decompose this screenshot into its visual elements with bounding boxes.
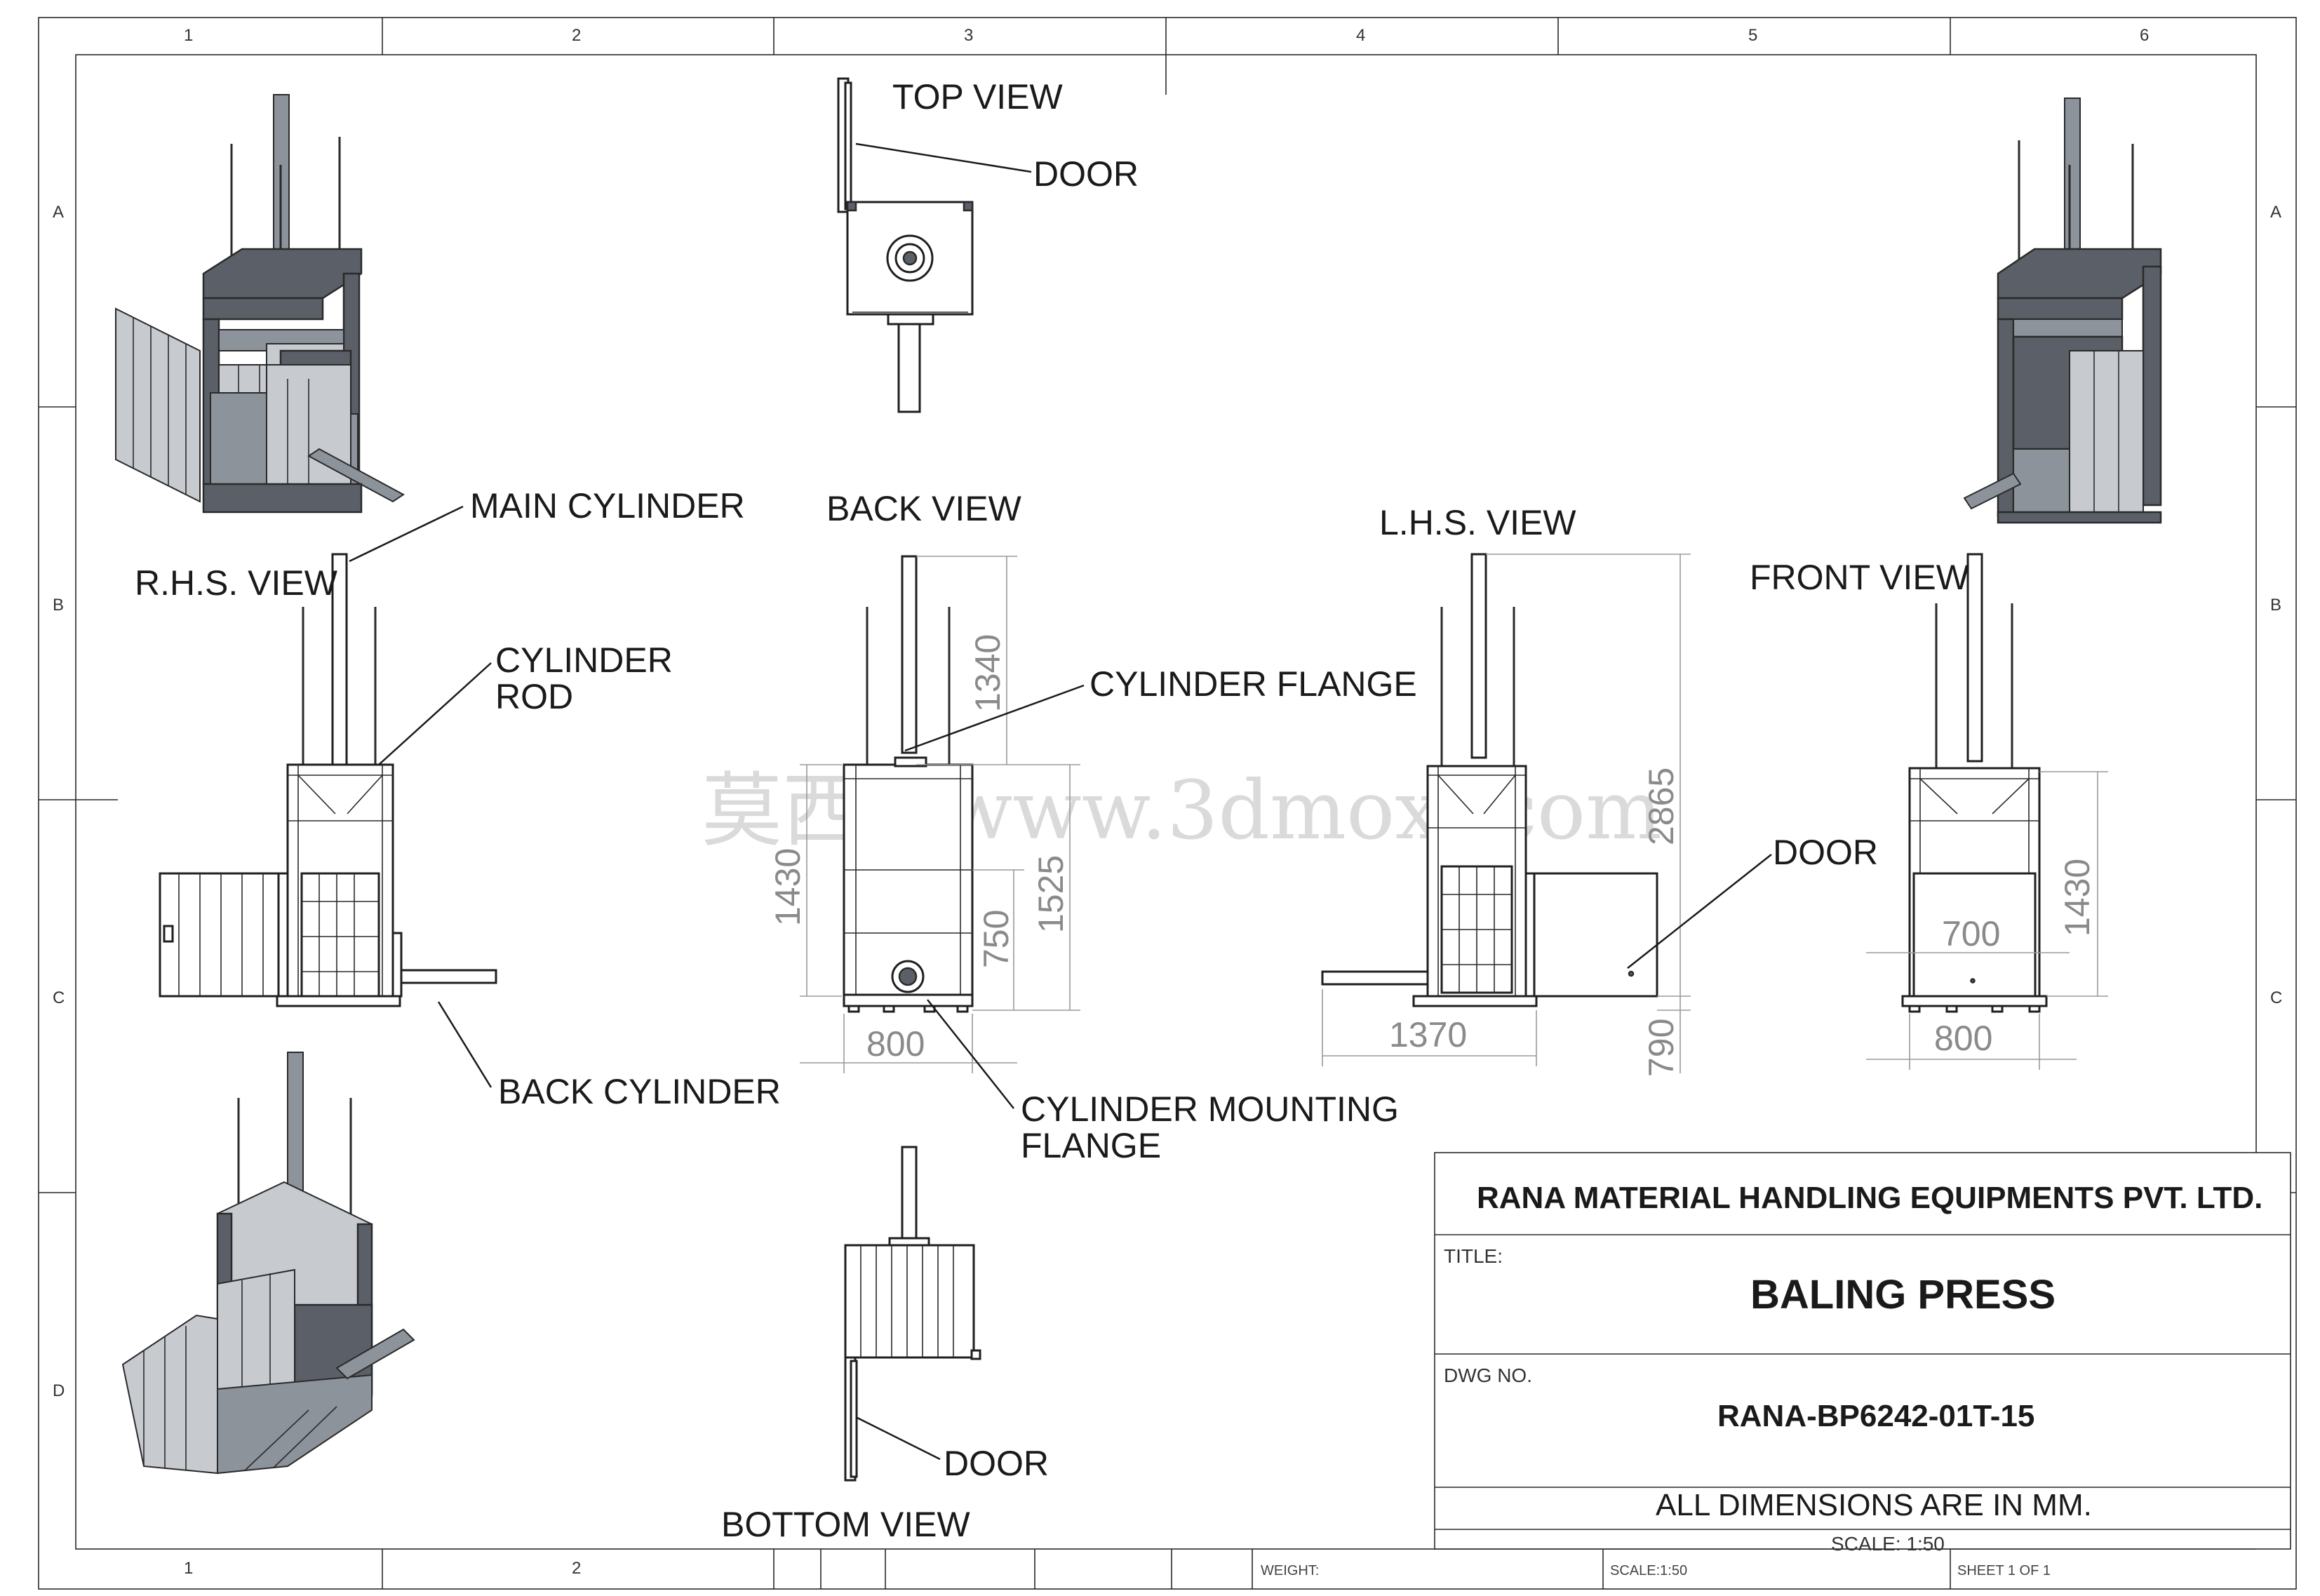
row-ref-b-left: B xyxy=(53,596,64,615)
dim-front-700: 700 xyxy=(1942,914,2000,953)
callout-mounting-flange-line1: CYLINDER MOUNTING xyxy=(1021,1089,1399,1129)
front-view-drawing xyxy=(1901,553,2048,1013)
row-ref-c-right: C xyxy=(2270,988,2282,1007)
callout-cylinder-rod-line1: CYLINDER xyxy=(495,641,673,680)
col-ref-1: 1 xyxy=(184,26,193,45)
back-view-dimension-lines xyxy=(800,556,1080,1073)
sheet-number: SHEET 1 OF 1 xyxy=(1957,1563,2051,1578)
title-block: RANA MATERIAL HANDLING EQUIPMENTS PVT. L… xyxy=(820,1152,2291,1589)
dim-front-1430: 1430 xyxy=(2058,859,2097,937)
bottom-view-drawing xyxy=(844,1146,981,1482)
row-ref-b-right: B xyxy=(2270,596,2281,615)
scale-main: SCALE: 1:50 xyxy=(1831,1533,1945,1555)
callout-cylinder-rod-line2: ROD xyxy=(495,677,573,716)
col-ref-6: 6 xyxy=(2140,26,2149,45)
lhs-view-title: L.H.S. VIEW xyxy=(1379,503,1576,542)
row-ref-a-right: A xyxy=(2270,203,2281,222)
sheet-border xyxy=(38,17,2297,1590)
bottom-col-ref-2: 2 xyxy=(572,1559,581,1578)
callout-cylinder-flange: CYLINDER FLANGE xyxy=(1089,664,1417,704)
lhs-view-dimension-lines xyxy=(1322,554,1691,1073)
weight-label: WEIGHT: xyxy=(1261,1563,1319,1578)
isometric-view-top-right xyxy=(1963,98,2162,524)
scale-small: SCALE:1:50 xyxy=(1610,1563,1687,1578)
dim-back-800: 800 xyxy=(866,1024,925,1064)
rhs-view-drawing xyxy=(159,553,497,1007)
callout-door-bottom: DOOR xyxy=(944,1444,1049,1483)
dim-front-800: 800 xyxy=(1934,1019,1992,1058)
isometric-view-bottom-left xyxy=(121,1052,415,1475)
dim-back-1525: 1525 xyxy=(1031,855,1071,933)
back-view-drawing xyxy=(843,555,974,1013)
drawing-number: RANA-BP6242-01T-15 xyxy=(1717,1399,2034,1433)
drawing-title: BALING PRESS xyxy=(1750,1272,2056,1317)
row-ref-d-left: D xyxy=(53,1381,65,1400)
col-ref-3: 3 xyxy=(964,26,973,45)
dim-back-1430: 1430 xyxy=(768,848,807,926)
company-name: RANA MATERIAL HANDLING EQUIPMENTS PVT. L… xyxy=(1477,1181,2262,1215)
callout-mounting-flange-line2: FLANGE xyxy=(1021,1126,1161,1165)
dim-lhs-2865: 2865 xyxy=(1642,767,1681,845)
top-view-title: TOP VIEW xyxy=(892,77,1063,116)
row-ref-labels: A B C D A B C xyxy=(53,203,2282,1400)
lhs-view-drawing xyxy=(1321,553,1658,1007)
callout-leaders xyxy=(349,142,1772,1461)
column-ref-labels: 1 2 3 4 5 6 1 2 xyxy=(184,26,2149,1578)
back-view-title: BACK VIEW xyxy=(826,489,1022,528)
callout-back-cylinder: BACK CYLINDER xyxy=(498,1072,781,1111)
front-view-title: FRONT VIEW xyxy=(1750,558,1970,597)
col-ref-4: 4 xyxy=(1356,26,1365,45)
row-ref-a-left: A xyxy=(53,203,64,222)
units-note: ALL DIMENSIONS ARE IN MM. xyxy=(1656,1488,2092,1522)
view-titles: TOP VIEW BACK VIEW L.H.S. VIEW FRONT VIE… xyxy=(135,77,1970,1544)
top-view-drawing xyxy=(837,77,974,413)
isometric-view-top-left xyxy=(115,94,405,514)
callout-door-top: DOOR xyxy=(1033,154,1139,194)
bottom-col-ref-1: 1 xyxy=(184,1559,193,1578)
row-ref-c-left: C xyxy=(53,988,65,1007)
callout-main-cylinder: MAIN CYLINDER xyxy=(470,486,745,525)
col-ref-2: 2 xyxy=(572,26,581,45)
title-label: TITLE: xyxy=(1444,1245,1503,1267)
dim-lhs-1370: 1370 xyxy=(1389,1015,1467,1054)
front-view-dimension-lines xyxy=(1866,771,2108,1070)
callout-door-lhs: DOOR xyxy=(1773,833,1878,872)
dimension-values: 1340 1430 750 1525 800 2865 1370 790 700… xyxy=(768,634,2097,1077)
dim-lhs-790: 790 xyxy=(1642,1019,1681,1077)
rhs-view-title: R.H.S. VIEW xyxy=(135,563,338,603)
bottom-view-title: BOTTOM VIEW xyxy=(721,1505,970,1544)
dwg-no-label: DWG NO. xyxy=(1444,1364,1532,1386)
col-ref-5: 5 xyxy=(1748,26,1757,45)
dim-back-750: 750 xyxy=(977,910,1016,968)
dim-back-1340: 1340 xyxy=(968,634,1007,712)
callout-labels: DOOR MAIN CYLINDER CYLINDER ROD CYLINDER… xyxy=(470,154,1878,1483)
